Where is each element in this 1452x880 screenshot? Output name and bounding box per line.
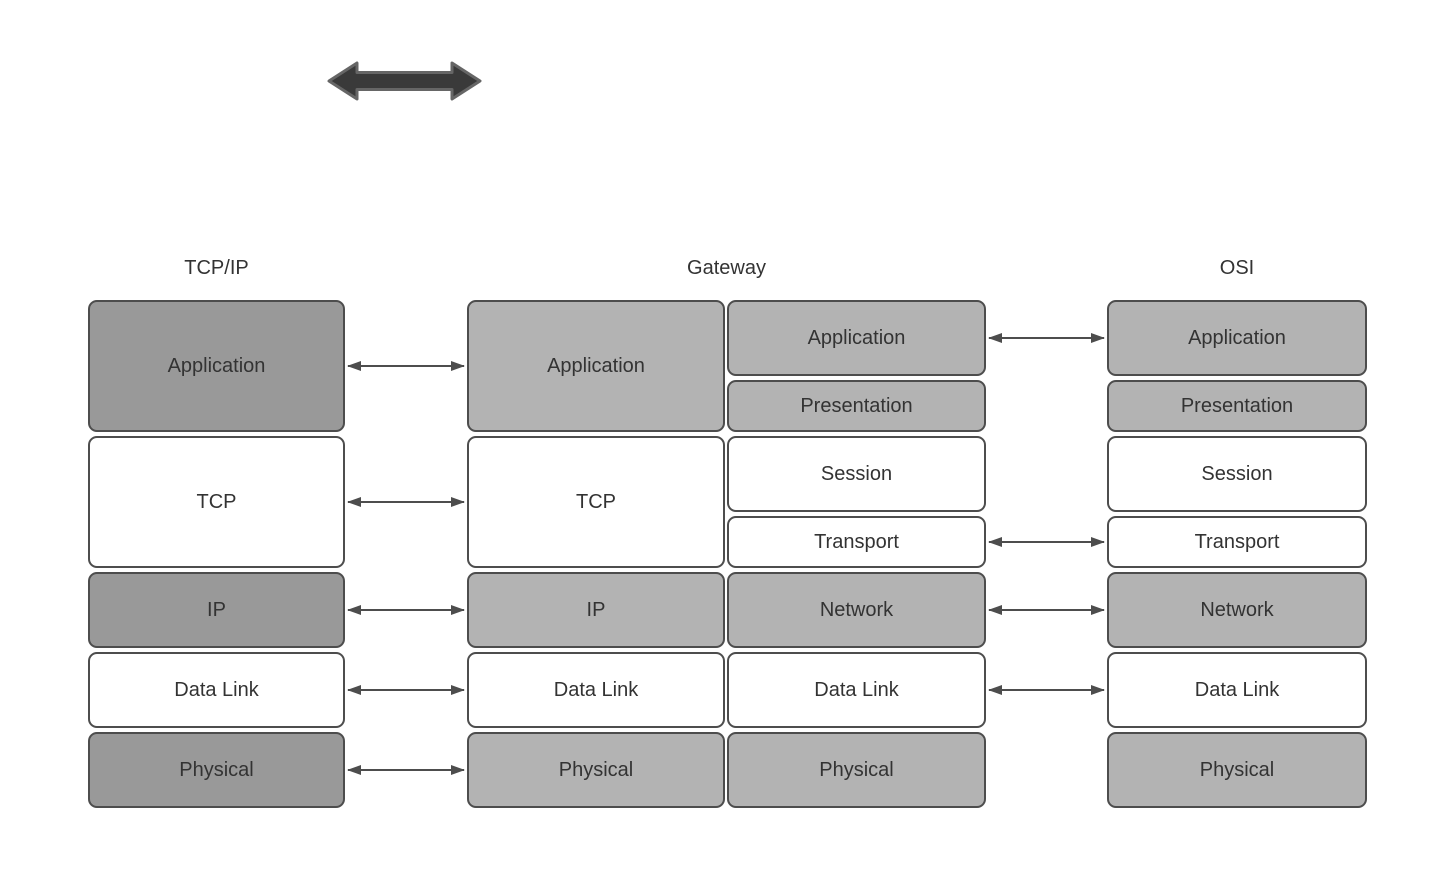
- gateway-left-layer-physical: Physical: [467, 732, 725, 808]
- tcpip-layer-application: Application: [88, 300, 345, 432]
- layer-label: Application: [807, 326, 906, 349]
- layer-label: IP: [586, 598, 606, 621]
- osi-layer-application: Application: [1107, 300, 1367, 376]
- layer-label: Network: [1200, 598, 1274, 621]
- gateway-right-layer-physical: Physical: [727, 732, 986, 808]
- osi-layer-session: Session: [1107, 436, 1367, 512]
- layer-label: Application: [167, 354, 266, 377]
- layer-label: Presentation: [800, 394, 913, 417]
- gateway-right-layer-data-link: Data Link: [727, 652, 986, 728]
- tcpip-layer-data-link: Data Link: [88, 652, 345, 728]
- layer-label: Application: [1188, 326, 1286, 349]
- osi-layer-physical: Physical: [1107, 732, 1367, 808]
- layer-label: Data Link: [814, 678, 899, 701]
- tcpip-layer-physical: Physical: [88, 732, 345, 808]
- gateway-right-layer-transport: Transport: [727, 516, 986, 568]
- tcpip-layer-ip: IP: [88, 572, 345, 648]
- layer-label: Network: [819, 598, 894, 621]
- layer-label: Transport: [814, 530, 899, 553]
- osi-layer-data-link: Data Link: [1107, 652, 1367, 728]
- layer-label: IP: [207, 598, 226, 621]
- layer-label: Data Link: [1194, 678, 1280, 701]
- column-title-tcpip: TCP/IP: [184, 256, 249, 279]
- gateway-left-layer-data-link: Data Link: [467, 652, 725, 728]
- layer-label: Presentation: [1180, 394, 1294, 417]
- double-arrow-icon: [327, 61, 482, 101]
- gateway-right-layer-network: Network: [727, 572, 986, 648]
- layer-label: Transport: [1194, 530, 1280, 553]
- osi-layer-network: Network: [1107, 572, 1367, 648]
- gateway-left-layer-ip: IP: [467, 572, 725, 648]
- gateway-right-layer-application: Application: [727, 300, 986, 376]
- layer-label: TCP: [576, 490, 616, 513]
- osi-layer-transport: Transport: [1107, 516, 1367, 568]
- layer-label: Data Link: [174, 678, 259, 701]
- column-title-gateway: Gateway: [687, 256, 766, 279]
- layer-label: Physical: [558, 758, 634, 781]
- layer-label: Session: [820, 462, 893, 485]
- gateway-left-layer-application: Application: [467, 300, 725, 432]
- osi-layer-presentation: Presentation: [1107, 380, 1367, 432]
- gateway-right-layer-presentation: Presentation: [727, 380, 986, 432]
- layer-label: Physical: [819, 758, 894, 781]
- gateway-right-layer-session: Session: [727, 436, 986, 512]
- column-title-osi: OSI: [1219, 256, 1255, 279]
- tcpip-layer-tcp: TCP: [88, 436, 345, 568]
- gateway-left-layer-tcp: TCP: [467, 436, 725, 568]
- layer-label: Application: [547, 354, 645, 377]
- layer-label: Session: [1201, 462, 1273, 485]
- layer-label: Data Link: [553, 678, 639, 701]
- layer-label: TCP: [196, 490, 237, 513]
- layer-label: Physical: [1199, 758, 1275, 781]
- layer-label: Physical: [179, 758, 254, 781]
